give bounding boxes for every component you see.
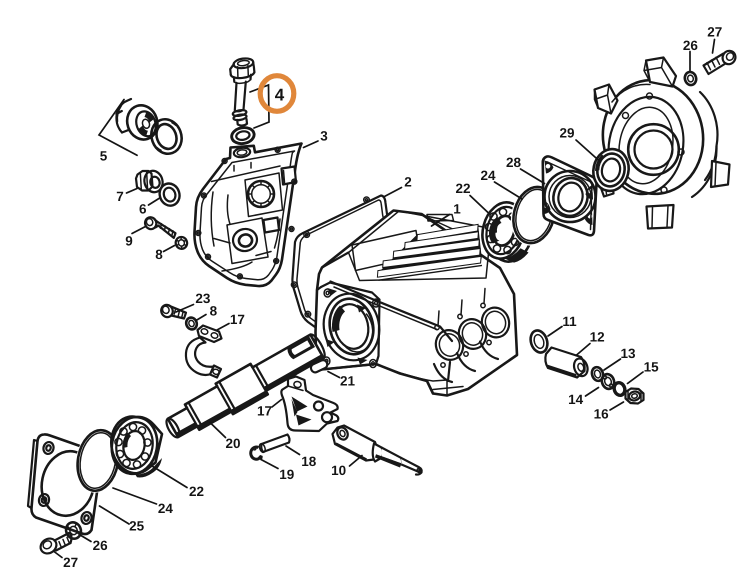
svg-text:24: 24: [158, 501, 174, 516]
svg-text:26: 26: [683, 38, 699, 53]
svg-text:2: 2: [404, 175, 412, 190]
svg-text:16: 16: [594, 407, 610, 422]
svg-text:21: 21: [340, 374, 356, 389]
svg-text:14: 14: [568, 392, 584, 407]
svg-text:8: 8: [155, 247, 163, 262]
svg-text:7: 7: [116, 189, 124, 204]
svg-text:27: 27: [63, 555, 78, 570]
svg-text:10: 10: [331, 463, 346, 478]
svg-text:6: 6: [139, 202, 147, 217]
svg-text:4: 4: [275, 86, 285, 105]
svg-text:17: 17: [257, 404, 272, 419]
svg-text:25: 25: [129, 519, 145, 534]
svg-text:8: 8: [210, 304, 218, 319]
svg-text:3: 3: [320, 129, 328, 144]
svg-text:24: 24: [480, 168, 496, 183]
svg-text:9: 9: [125, 234, 133, 249]
svg-text:22: 22: [189, 484, 204, 499]
svg-text:12: 12: [590, 330, 605, 345]
svg-text:29: 29: [559, 126, 574, 141]
svg-text:28: 28: [506, 155, 522, 170]
svg-text:15: 15: [644, 360, 660, 375]
svg-text:1: 1: [453, 202, 461, 217]
svg-text:19: 19: [279, 467, 294, 482]
svg-text:22: 22: [455, 181, 470, 196]
svg-text:27: 27: [707, 25, 722, 40]
svg-text:26: 26: [93, 538, 109, 553]
svg-text:20: 20: [225, 436, 240, 451]
svg-text:23: 23: [195, 291, 211, 306]
svg-text:5: 5: [100, 149, 108, 164]
svg-text:17: 17: [230, 312, 245, 327]
svg-text:11: 11: [562, 314, 577, 329]
svg-text:13: 13: [620, 346, 636, 361]
svg-text:18: 18: [301, 454, 317, 469]
